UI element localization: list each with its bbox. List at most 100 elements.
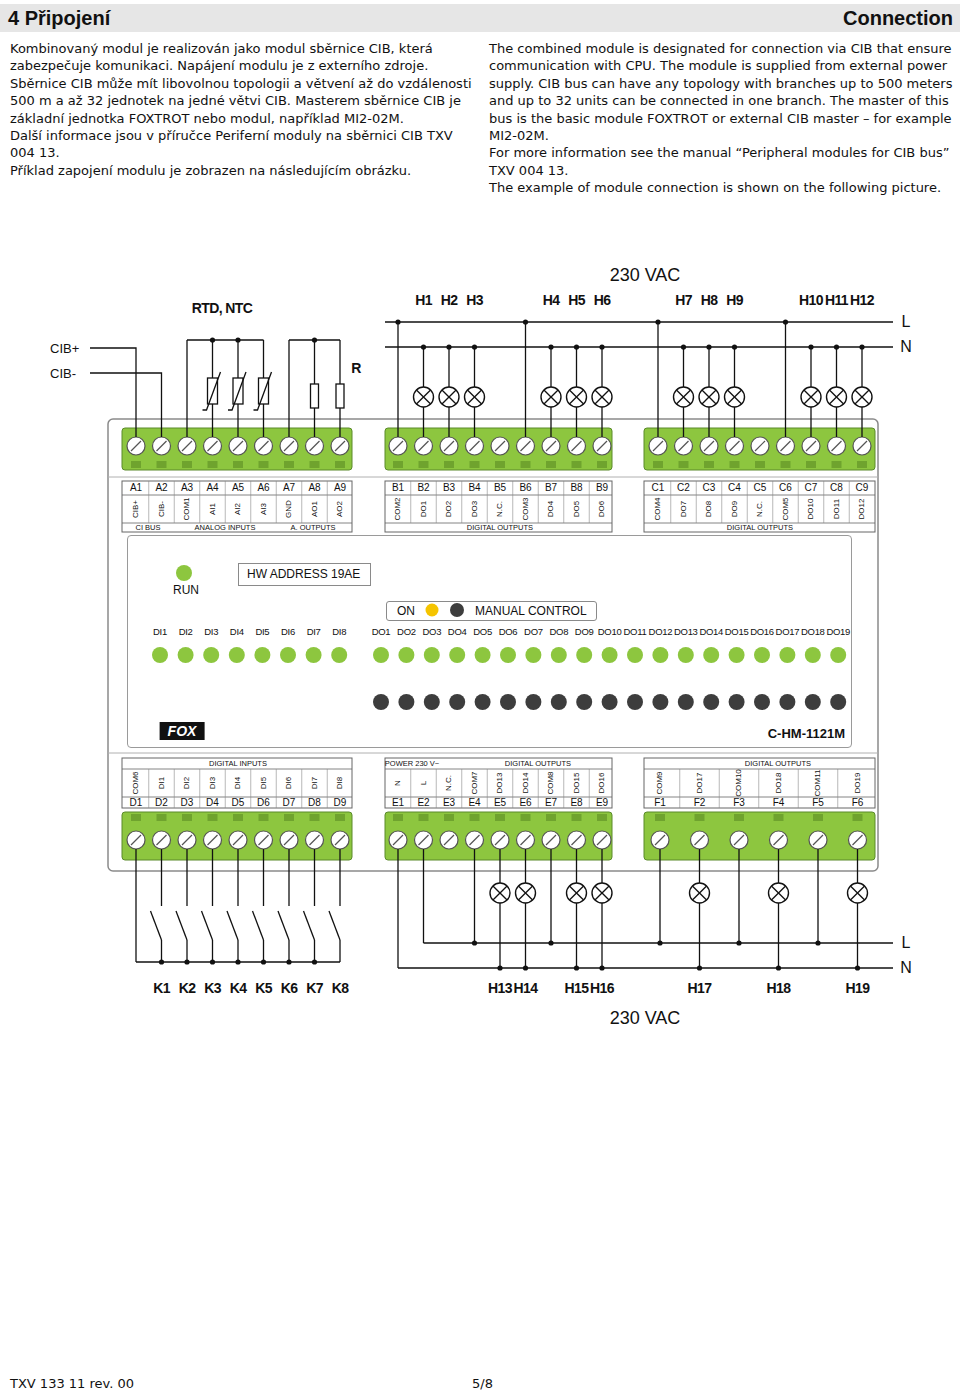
strip-divider — [327, 769, 328, 808]
wire — [90, 348, 136, 437]
terminal-screw — [306, 831, 324, 849]
terminal-signal: DO13 — [496, 773, 504, 794]
terminal-tooth — [597, 814, 607, 821]
terminal-signal: DO18 — [775, 773, 783, 794]
terminal-tooth — [310, 461, 320, 468]
input-led — [280, 647, 296, 663]
junction-dot — [574, 965, 579, 970]
output-led — [525, 647, 541, 663]
terminal-signal: COM9 — [656, 771, 664, 794]
lamp-symbol — [490, 883, 510, 903]
screw-slot — [495, 835, 505, 845]
wire — [576, 849, 577, 883]
strip-divider — [798, 769, 799, 808]
wire — [734, 407, 735, 437]
signal-label: K3 — [204, 981, 221, 995]
terminal-screw — [770, 831, 788, 849]
manual-button — [678, 694, 694, 710]
terminal-number: A8 — [308, 483, 320, 493]
junction-dot — [783, 319, 788, 324]
lamp-symbol — [699, 387, 719, 407]
wire — [474, 849, 475, 943]
strip-divider — [719, 769, 720, 808]
strip-rule — [644, 769, 875, 770]
terminal-number: E2 — [417, 798, 429, 808]
screw-slot — [495, 441, 505, 451]
terminal-screw — [853, 437, 871, 455]
terminal-block — [122, 428, 352, 470]
junction-dot — [472, 940, 477, 945]
lamp-cross — [467, 390, 481, 404]
manual-button — [475, 694, 491, 710]
terminal-tooth — [393, 461, 403, 468]
junction-dot — [815, 940, 820, 945]
strip-divider — [225, 481, 226, 523]
terminal-number: B3 — [443, 483, 455, 493]
terminal-tooth — [653, 461, 663, 468]
wire — [601, 849, 602, 883]
wire — [810, 407, 811, 437]
switch-symbol — [151, 911, 162, 940]
paragraph: For more information see the manual “Per… — [489, 144, 955, 179]
terminal-tooth — [572, 814, 582, 821]
wire — [708, 347, 709, 387]
label-strip — [122, 481, 352, 532]
wire — [288, 849, 289, 906]
screw-slot — [806, 441, 816, 451]
output-led — [805, 647, 821, 663]
resistor-symbol — [311, 384, 319, 408]
terminal-block — [385, 812, 612, 860]
junction-dot — [655, 319, 660, 324]
lamp-cross — [771, 886, 785, 900]
switch-symbol — [227, 911, 238, 940]
wire — [601, 407, 602, 437]
lamp-cross — [727, 390, 741, 404]
screw-slot — [521, 835, 531, 845]
strip-rule — [385, 769, 612, 770]
led-label: RUN — [173, 584, 199, 596]
wire — [817, 849, 818, 943]
strip-divider — [589, 769, 590, 808]
terminal-screw — [440, 831, 458, 849]
led-label: DI5 — [255, 627, 269, 637]
terminal-screw — [730, 831, 748, 849]
terminal-number: A2 — [155, 483, 167, 493]
terminal-number: A5 — [232, 483, 244, 493]
screw-slot — [259, 441, 269, 451]
junction-dot — [523, 965, 528, 970]
terminal-tooth — [284, 461, 294, 468]
signal-label: H12 — [850, 293, 874, 307]
lamp-cross — [493, 886, 507, 900]
terminal-number: C4 — [728, 483, 741, 493]
terminal-signal: COM4 — [654, 497, 662, 520]
junction-dot — [312, 959, 317, 964]
terminal-block — [122, 812, 352, 860]
wire — [398, 967, 893, 968]
strip-divider — [798, 481, 799, 523]
strip-divider — [436, 769, 437, 808]
label-strip — [122, 758, 352, 808]
terminal-number: A7 — [283, 483, 295, 493]
terminal-screw — [751, 437, 769, 455]
terminal-signal: DO3 — [471, 501, 479, 517]
terminal-number: D5 — [232, 798, 245, 808]
wire — [237, 404, 238, 437]
wire — [237, 940, 238, 962]
switch-symbol — [278, 911, 289, 940]
screw-slot — [470, 835, 480, 845]
output-led — [754, 647, 770, 663]
junction-dot — [657, 940, 662, 945]
terminal-screw — [331, 831, 349, 849]
terminal-screw — [280, 831, 298, 849]
terminal-screw — [777, 437, 795, 455]
strip-divider — [563, 769, 564, 808]
strip-divider — [696, 481, 697, 523]
lamp-symbol — [439, 387, 459, 407]
rtd-sensor-symbol — [233, 378, 243, 404]
led-label: DO2 — [397, 627, 416, 637]
wire — [785, 322, 786, 437]
group-label: ANALOG INPUTS — [195, 524, 256, 532]
line-label: L — [902, 314, 911, 330]
junction-dot — [159, 959, 164, 964]
